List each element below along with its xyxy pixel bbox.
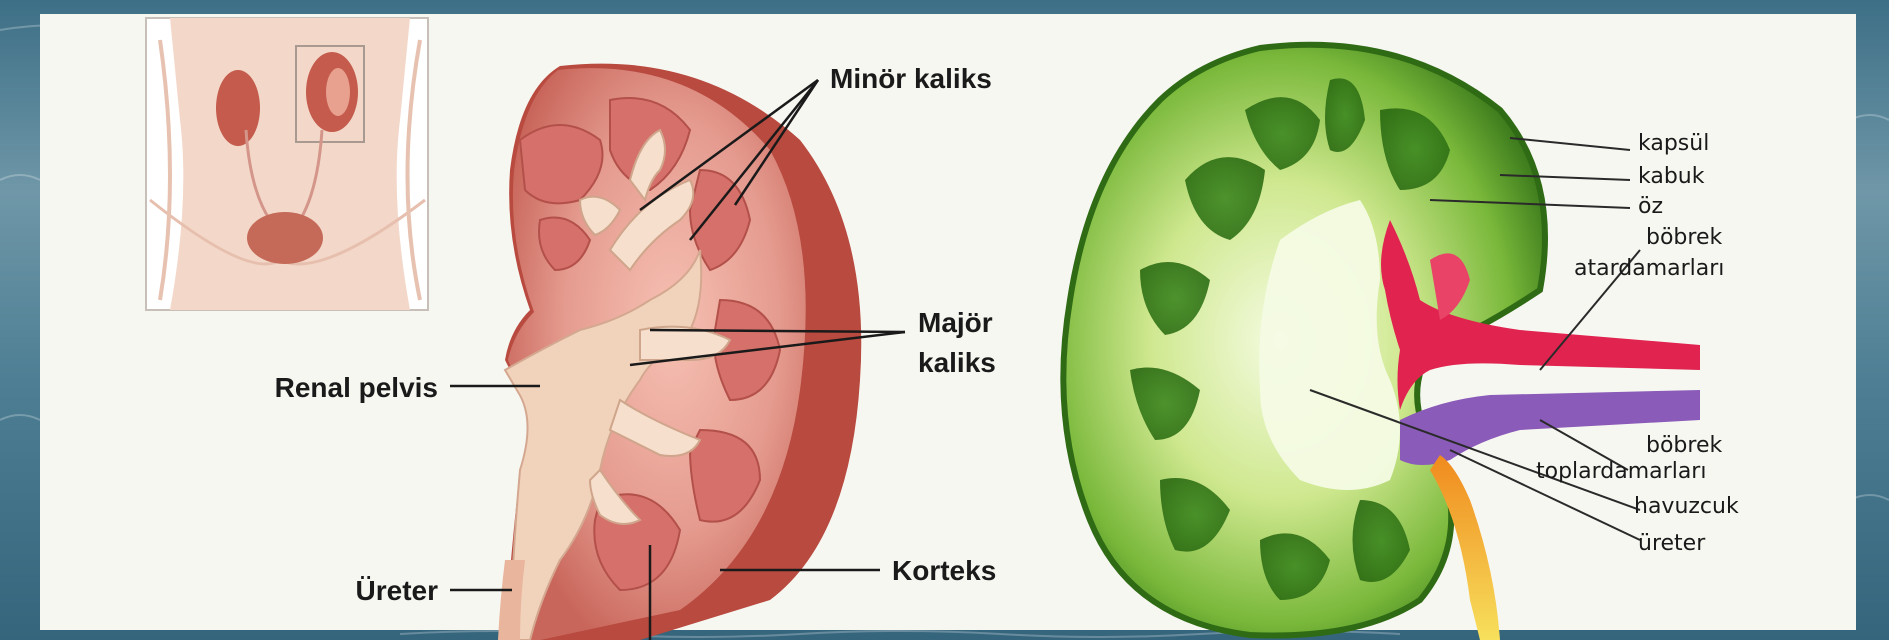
label-cortex-tr: kabuk (1638, 164, 1705, 189)
label-ureter-tr: üreter (1638, 531, 1706, 556)
label-major-calyx-1: Majör (918, 307, 993, 338)
label-artery-2: atardamarları (1574, 256, 1724, 281)
label-ureter: Üreter (356, 575, 439, 606)
body-inset (146, 18, 428, 310)
label-pelvis: havuzcuk (1634, 494, 1739, 519)
label-major-calyx-2: kaliks (918, 347, 996, 378)
inset-bladder (247, 212, 323, 264)
label-artery-1: böbrek (1646, 225, 1722, 250)
label-cortex: Korteks (892, 555, 996, 586)
right-kidney (1063, 45, 1700, 640)
label-minor-calyx: Minör kaliks (830, 63, 992, 94)
label-vein-1: böbrek (1646, 433, 1722, 458)
label-capsule: kapsül (1638, 131, 1709, 156)
label-medulla: öz (1638, 194, 1663, 219)
label-vein-2: toplardamarları (1536, 459, 1706, 484)
torso-shape (170, 18, 410, 310)
left-kidney (498, 64, 861, 640)
label-renal-pelvis: Renal pelvis (275, 372, 438, 403)
inset-right-kidney (216, 70, 260, 146)
